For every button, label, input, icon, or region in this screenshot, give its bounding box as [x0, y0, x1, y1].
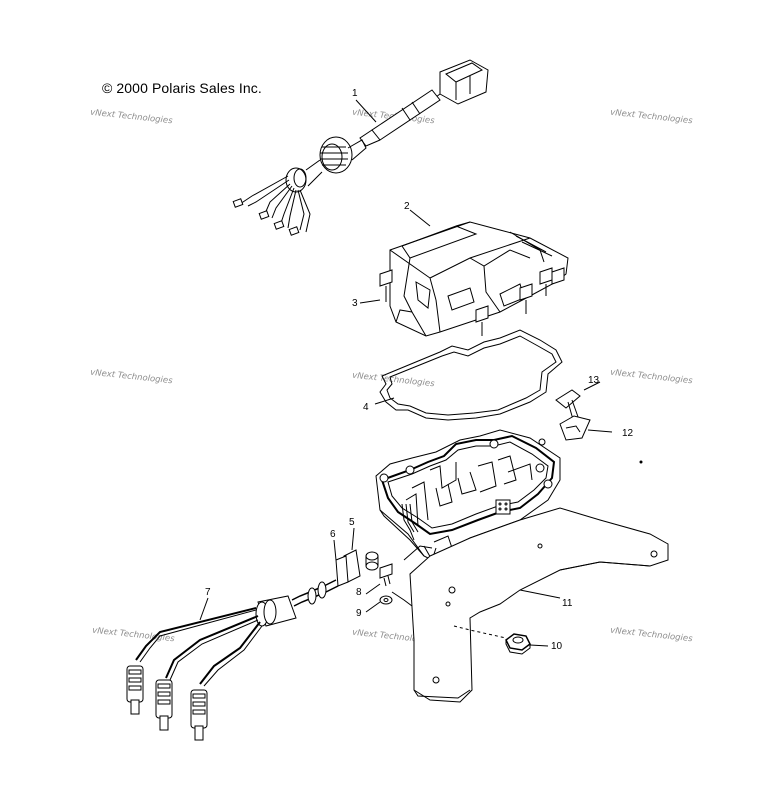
- callout-9: 9: [356, 608, 362, 619]
- nut-part-10: [454, 626, 548, 654]
- wire-harness-part-1: [233, 60, 488, 235]
- key-part-12-13: [556, 382, 612, 440]
- callout-12: 12: [622, 428, 634, 439]
- lead-harness-part-7: [127, 580, 338, 740]
- callout-3: 3: [352, 298, 358, 309]
- callout-1: 1: [352, 88, 358, 99]
- callout-10: 10: [551, 641, 563, 652]
- gasket-part-4: [375, 330, 562, 420]
- small-parts-5-6-8-9: [334, 528, 432, 612]
- copyright-text: © 2000 Polaris Sales Inc.: [102, 80, 262, 96]
- callout-8: 8: [356, 587, 362, 598]
- module-housing: [376, 430, 560, 560]
- cover-part-2: [360, 210, 568, 336]
- callout-7: 7: [205, 587, 211, 598]
- callout-2: 2: [404, 201, 410, 212]
- callout-13: 13: [588, 375, 600, 386]
- bracket-part-11: [410, 461, 668, 702]
- callout-6: 6: [330, 529, 336, 540]
- callout-5: 5: [349, 517, 355, 528]
- callout-4: 4: [363, 402, 369, 413]
- callout-11: 11: [562, 598, 573, 609]
- bolt-part-3: [360, 268, 564, 336]
